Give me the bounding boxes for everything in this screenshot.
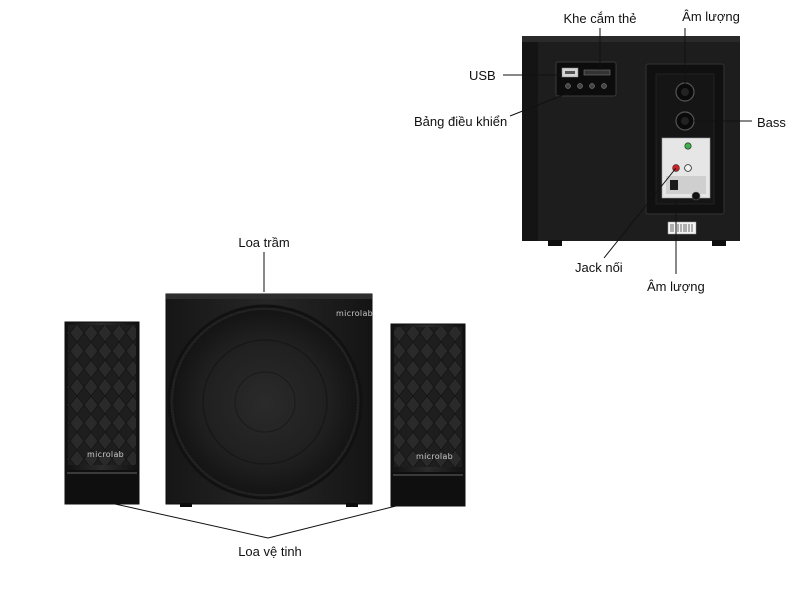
satellite-left-grille (68, 325, 136, 465)
power-cord-jack (691, 191, 701, 201)
subwoofer-rear-view: Khe cắm thẻ Âm lượng USB Bảng điều khiển… (414, 9, 786, 294)
subwoofer-brand-logo: microlab (336, 309, 373, 318)
satellite-right-base (391, 472, 465, 506)
leader-satellite-left (105, 501, 269, 539)
satellite-left-base (65, 470, 139, 504)
leader-control-panel (509, 89, 577, 117)
label-satellites: Loa vệ tinh (238, 544, 302, 559)
leader-jack (603, 167, 677, 259)
label-subwoofer: Loa trầm (238, 235, 289, 250)
satellite-speaker-right: microlab (390, 323, 466, 507)
rear-control-plate (645, 63, 725, 235)
rca-jack-white (684, 164, 692, 172)
control-button (565, 83, 571, 89)
satellite-left-brand-logo: microlab (87, 450, 124, 459)
power-switch (670, 180, 678, 190)
subwoofer-foot-right (346, 503, 358, 507)
control-button (601, 83, 607, 89)
label-card-slot: Khe cắm thẻ (564, 11, 637, 26)
card-slot (583, 69, 611, 76)
label-usb: USB (469, 68, 496, 83)
rear-cabinet-top-edge (522, 36, 740, 42)
control-panel-buttons (565, 83, 607, 89)
satellite-speaker-left: microlab (64, 321, 140, 505)
satellite-right-brand-logo: microlab (416, 452, 453, 461)
label-volume-bottom: Âm lượng (647, 279, 705, 294)
subwoofer-foot-left (180, 503, 192, 507)
leader-satellite-right (267, 503, 405, 539)
satellite-right-grille (394, 327, 462, 467)
control-button (589, 83, 595, 89)
label-control-panel: Bảng điều khiển (414, 114, 507, 129)
rear-foot-right (712, 240, 726, 246)
rear-cabinet-side-edge (522, 36, 538, 241)
aux-jack-green (684, 142, 692, 150)
control-button (577, 83, 583, 89)
rear-foot-left (548, 240, 562, 246)
label-bass: Bass (757, 115, 786, 130)
label-jack: Jack nối (575, 260, 623, 275)
label-volume-top: Âm lượng (682, 9, 740, 24)
subwoofer-front: microlab (165, 293, 373, 507)
usb-card-module (555, 61, 617, 97)
